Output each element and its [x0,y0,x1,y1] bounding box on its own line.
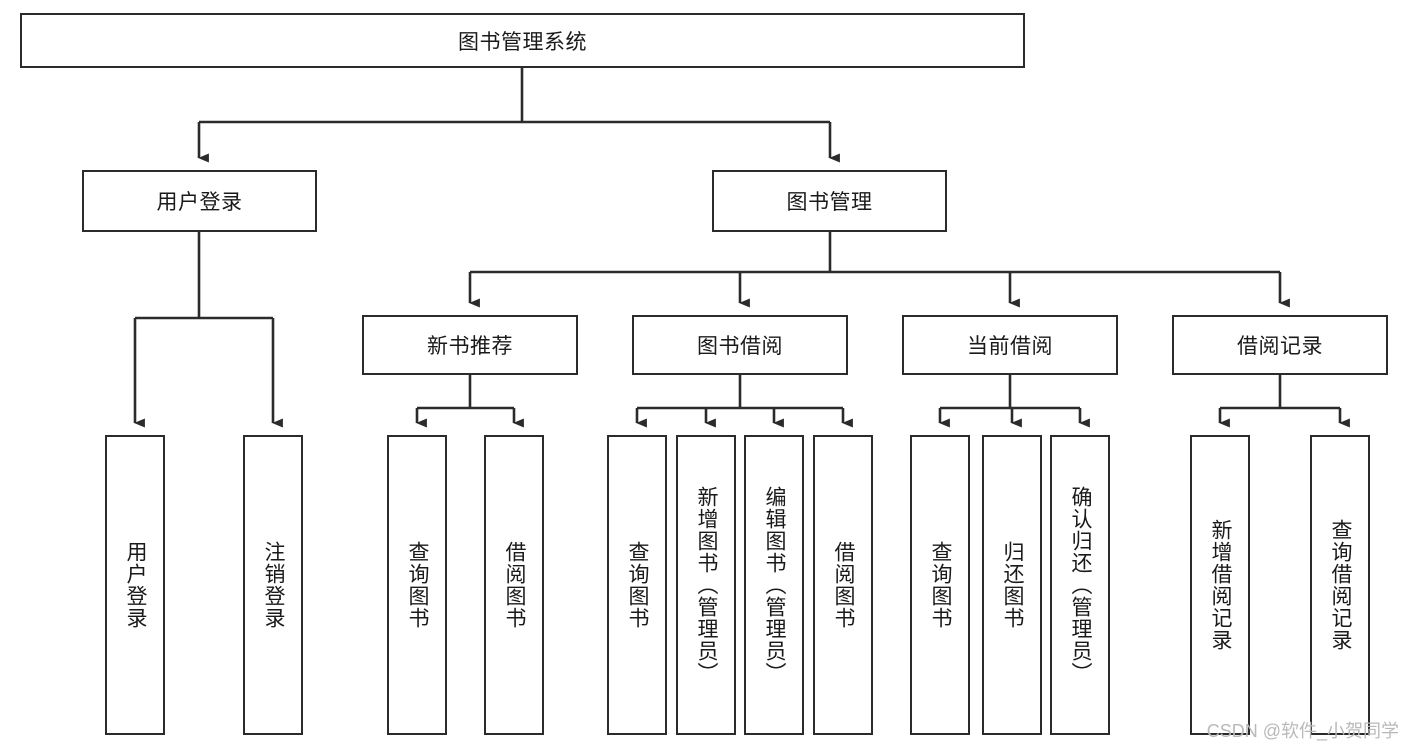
node-label: 图书管理 [786,191,873,214]
node-root[interactable]: 图书管理系统 [20,13,1025,68]
node-level3-book-borrow[interactable]: 图书借阅 [632,315,848,375]
node-label: 注销登录 [262,541,286,629]
node-label: 新增图书（管理员） [695,486,719,684]
node-label: 用户登录 [124,541,148,629]
node-leaf-confirm-return-admin[interactable]: 确认归还（管理员） [1050,435,1110,735]
node-label: 确认归还（管理员） [1069,486,1093,684]
node-level3-current-borrow[interactable]: 当前借阅 [902,315,1118,375]
node-label: 用户登录 [156,191,243,214]
node-leaf-edit-book-admin[interactable]: 编辑图书（管理员） [744,435,804,735]
node-leaf-add-book-admin[interactable]: 新增图书（管理员） [676,435,736,735]
node-leaf-borrow-book[interactable]: 借阅图书 [813,435,873,735]
node-label: 查询图书 [626,541,650,629]
node-label: 查询图书 [929,541,953,629]
node-leaf-user-login[interactable]: 用户登录 [105,435,165,735]
node-label: 借阅图书 [503,541,527,629]
node-label: 编辑图书（管理员） [763,486,787,684]
node-level3-new-book-recommend[interactable]: 新书推荐 [362,315,578,375]
node-label: 图书借阅 [697,335,783,358]
node-label: 借阅图书 [832,541,856,629]
node-label: 借阅记录 [1237,335,1323,358]
node-leaf-return-book[interactable]: 归还图书 [982,435,1042,735]
node-leaf-query-book-recommend[interactable]: 查询图书 [387,435,447,735]
node-label: 归还图书 [1001,541,1025,629]
node-label: 新书推荐 [427,335,513,358]
node-level2-book-management[interactable]: 图书管理 [712,170,947,232]
node-leaf-query-book-current[interactable]: 查询图书 [910,435,970,735]
node-label: 查询借阅记录 [1329,519,1353,651]
node-leaf-add-borrow-record[interactable]: 新增借阅记录 [1190,435,1250,735]
node-label: 当前借阅 [967,335,1053,358]
node-label: 新增借阅记录 [1209,519,1233,651]
watermark: CSDN @软件_小贺同学 [1206,721,1399,741]
node-leaf-logout[interactable]: 注销登录 [243,435,303,735]
node-leaf-query-borrow-record[interactable]: 查询借阅记录 [1310,435,1370,735]
node-root-label: 图书管理系统 [458,30,587,54]
node-leaf-borrow-book-recommend[interactable]: 借阅图书 [484,435,544,735]
node-leaf-query-book[interactable]: 查询图书 [607,435,667,735]
node-level2-user-login[interactable]: 用户登录 [82,170,317,232]
node-level3-borrow-record[interactable]: 借阅记录 [1172,315,1388,375]
node-label: 查询图书 [406,541,430,629]
